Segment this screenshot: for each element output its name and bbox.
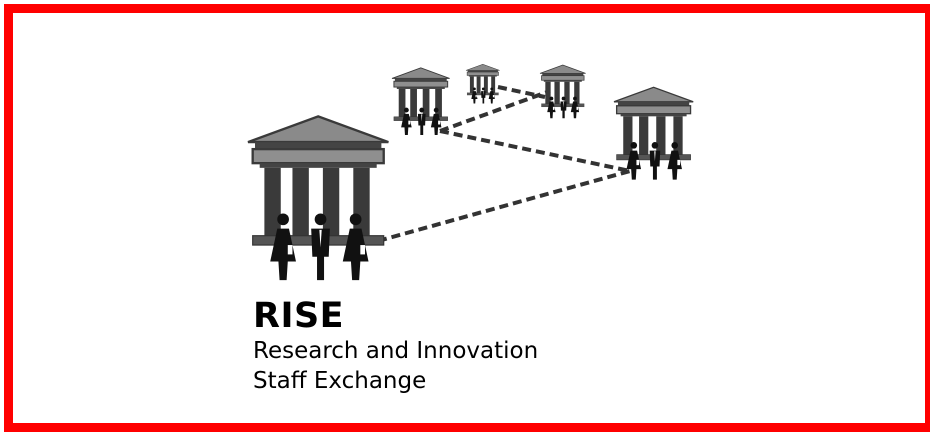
rise-subtitle-line2: Staff Exchange <box>253 368 427 394</box>
link-large-to-medium <box>377 169 631 243</box>
institution-small-icon <box>392 68 450 135</box>
rise-subtitle-line1: Research and Innovation <box>253 338 539 364</box>
link-small-to-medium <box>439 129 631 173</box>
institution-small-right-icon <box>540 65 586 118</box>
institution-medium-icon <box>614 87 693 179</box>
institution-large-icon <box>248 116 388 280</box>
link-tiny-to-small-right <box>497 85 546 99</box>
rise-caption: RISE Research and Innovation Staff Excha… <box>253 296 538 396</box>
institution-tiny-icon <box>466 64 500 103</box>
rise-title: RISE <box>253 296 345 336</box>
link-small-to-small-right <box>439 89 551 133</box>
exchange-connection-lines <box>377 85 631 243</box>
